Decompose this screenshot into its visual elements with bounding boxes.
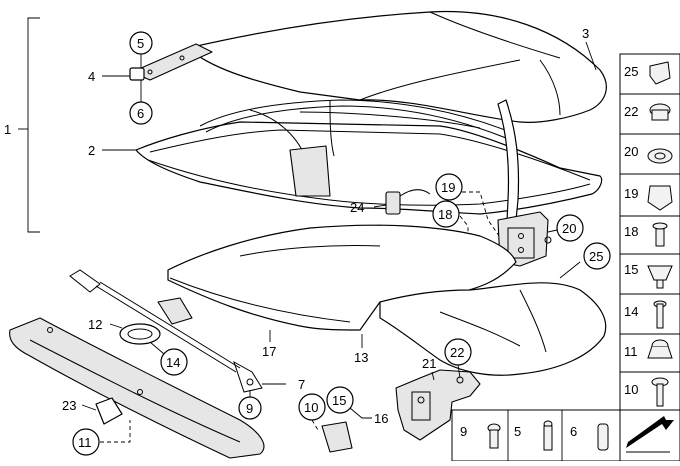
callout-13: 13 — [354, 350, 368, 365]
legend-bottom: 9 5 6 — [451, 409, 621, 462]
callout-9: 9 — [246, 401, 253, 416]
callout-circle-25 — [583, 242, 611, 270]
legend-label-9: 9 — [460, 424, 467, 439]
callout-12: 12 — [88, 317, 102, 332]
callout-23: 23 — [62, 398, 76, 413]
callout-7: 7 — [298, 377, 305, 392]
legend-label-14: 14 — [624, 304, 638, 319]
callout-21: 21 — [422, 356, 436, 371]
part-23-trim-panel: 23 11 — [9, 317, 265, 459]
part-21-bracket: 21 22 — [395, 338, 481, 441]
callout-19: 19 — [441, 180, 455, 195]
callout-6: 6 — [137, 106, 144, 121]
part-7-linkage: 7 9 — [69, 269, 305, 420]
callout-5: 5 — [137, 36, 144, 51]
legend-label-22: 22 — [624, 104, 638, 119]
callout-10: 10 — [304, 400, 318, 415]
callout-circle-19 — [435, 173, 463, 201]
legend-label-11: 11 — [624, 344, 638, 359]
callout-16: 16 — [374, 411, 388, 426]
callout-24: 24 — [350, 200, 364, 215]
callout-4: 4 — [88, 69, 95, 84]
assembly-bracket: 1 — [4, 17, 40, 233]
arrow-icon[interactable] — [619, 409, 680, 462]
callout-1: 1 — [4, 122, 11, 137]
callout-18: 18 — [438, 207, 452, 222]
part-20-hinge-block: 20 — [497, 211, 584, 267]
part-16-clip-bracket: 10 15 16 — [298, 386, 388, 453]
callout-circle-14 — [160, 348, 188, 376]
legend-label-6: 6 — [570, 424, 577, 439]
part-13-cover-panel: 17 13 — [167, 224, 517, 365]
callout-11: 11 — [78, 435, 92, 450]
callout-circle-15 — [326, 386, 354, 414]
part-12-grommet: 12 14 — [88, 317, 188, 376]
legend-label-10: 10 — [624, 382, 638, 397]
callout-circle-18 — [432, 200, 460, 228]
legend-label-20: 20 — [624, 144, 638, 159]
part-4-hinge-strip: 4 5 6 — [88, 31, 213, 125]
callout-20: 20 — [562, 221, 576, 236]
callout-15: 15 — [332, 393, 346, 408]
callout-17: 17 — [262, 344, 276, 359]
callout-14: 14 — [166, 355, 180, 370]
callout-2: 2 — [88, 143, 95, 158]
part-24-clip: 24 — [350, 189, 431, 215]
part-2-roof-frame: 2 — [88, 99, 603, 243]
callout-circle-20 — [556, 214, 584, 242]
legend-label-19: 19 — [624, 186, 638, 201]
part-3-top-cover: 3 — [187, 10, 607, 123]
callout-22: 22 — [450, 345, 464, 360]
legend-right: 25 22 20 19 18 15 14 11 10 — [619, 53, 680, 462]
callout-3: 3 — [582, 26, 589, 41]
legend-label-5: 5 — [514, 424, 521, 439]
legend-label-15: 15 — [624, 262, 638, 277]
callout-25: 25 — [589, 249, 603, 264]
legend-label-18: 18 — [624, 224, 638, 239]
part-25-rear-fabric: 25 — [379, 242, 611, 376]
legend-label-25: 25 — [624, 64, 638, 79]
callout-circle-11 — [72, 428, 100, 456]
